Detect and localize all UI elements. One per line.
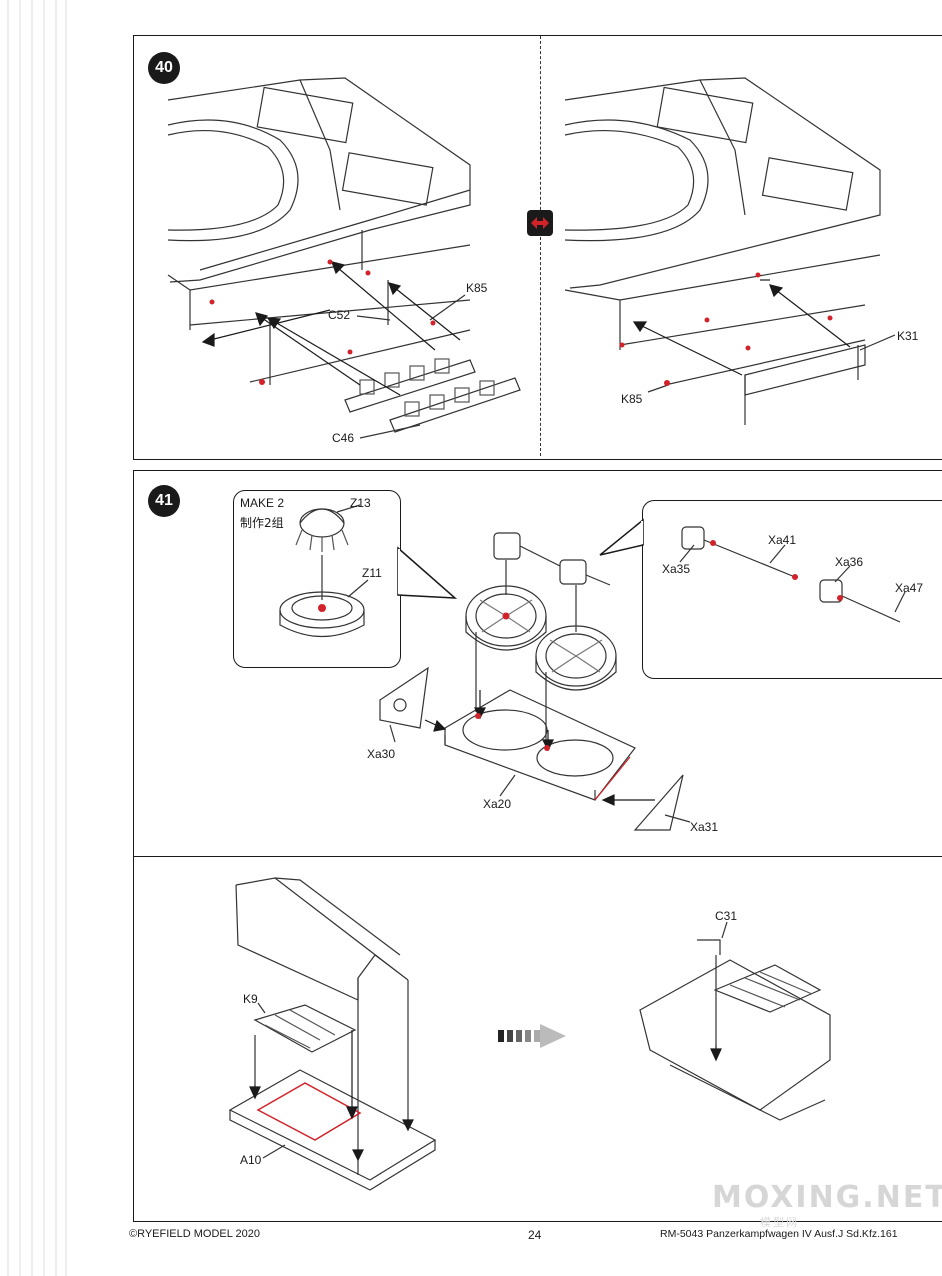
label-k85-right: K85 bbox=[621, 392, 643, 406]
callout-right-subassembly bbox=[642, 500, 942, 679]
label-c52: C52 bbox=[328, 308, 351, 322]
watermark-logo: MOXING.NET bbox=[712, 1180, 942, 1215]
label-xa41: Xa41 bbox=[768, 533, 797, 547]
label-c31: C31 bbox=[715, 909, 738, 923]
swap-arrows-icon bbox=[527, 210, 553, 236]
callout-left-subassembly bbox=[233, 490, 401, 668]
footer-copyright: ©RYEFIELD MODEL 2020 bbox=[129, 1228, 260, 1240]
footer-page-number: 24 bbox=[528, 1228, 542, 1242]
label-z11: Z11 bbox=[362, 566, 382, 580]
label-make-2-chinese: 制作2组 bbox=[240, 516, 284, 530]
label-k85-left: K85 bbox=[466, 281, 488, 295]
label-xa47: Xa47 bbox=[895, 581, 924, 595]
label-c46: C46 bbox=[332, 431, 355, 445]
label-k9: K9 bbox=[243, 992, 258, 1006]
label-xa30: Xa30 bbox=[367, 747, 396, 761]
label-make-2: MAKE 2 bbox=[240, 496, 285, 510]
label-k31: K31 bbox=[897, 329, 919, 343]
watermark-sub: 模型网 bbox=[760, 1217, 799, 1229]
label-a10: A10 bbox=[240, 1153, 262, 1167]
page-edge-stack bbox=[7, 0, 67, 1276]
step-41-badge: 41 bbox=[148, 485, 180, 517]
label-xa20: Xa20 bbox=[483, 797, 512, 811]
step-40-divider bbox=[540, 36, 541, 456]
label-xa35: Xa35 bbox=[662, 562, 691, 576]
label-xa31: Xa31 bbox=[690, 820, 719, 834]
label-z13: Z13 bbox=[350, 496, 371, 510]
footer-product-title: RM-5043 Panzerkampfwagen IV Ausf.J Sd.Kf… bbox=[660, 1228, 898, 1240]
step-40-panel bbox=[133, 35, 942, 460]
step-40-badge: 40 bbox=[148, 52, 180, 84]
label-xa36: Xa36 bbox=[835, 555, 864, 569]
next-arrow-graphic bbox=[498, 1024, 566, 1048]
